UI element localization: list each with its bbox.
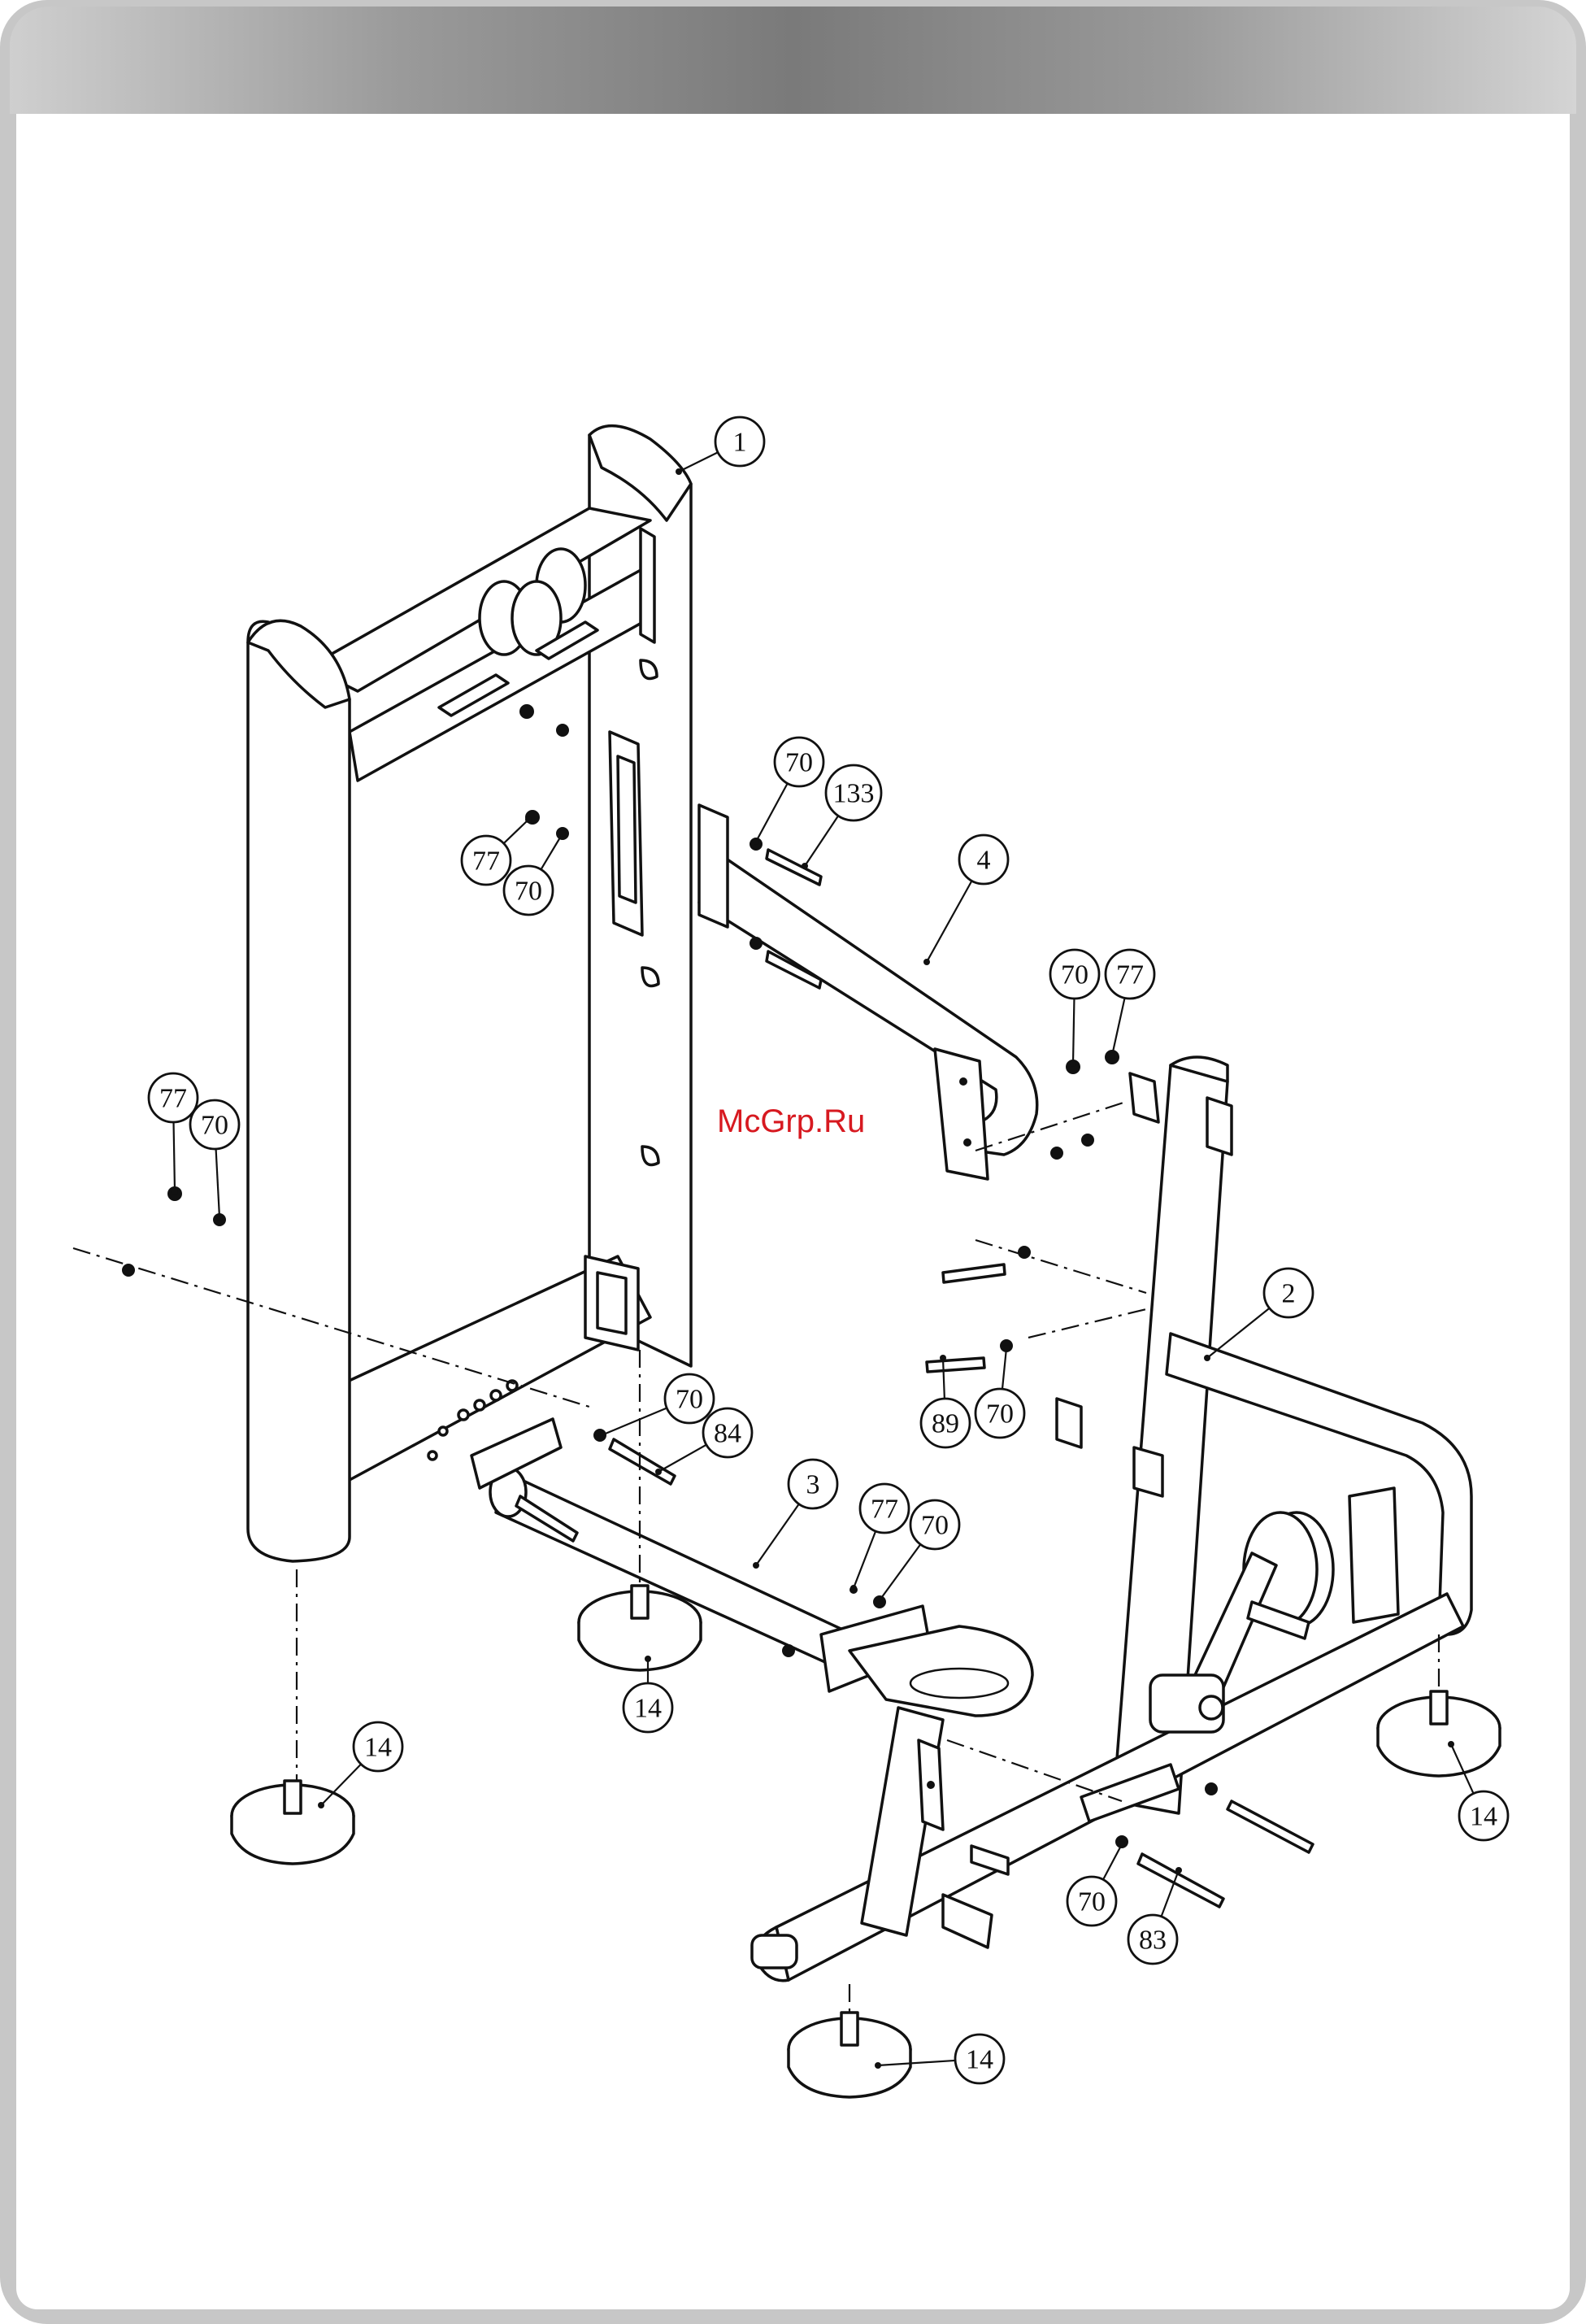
part-3-lower-tube: [471, 1419, 1032, 1716]
callout-leader: [1002, 1348, 1006, 1389]
callout-number: 14: [634, 1694, 662, 1724]
callout-number: 70: [785, 748, 813, 778]
part-1-upright-frame: [248, 426, 691, 1561]
callout-c70h: 70: [1067, 1841, 1125, 1926]
callout-number: 133: [833, 779, 875, 809]
callout-leader-dot: [753, 1562, 759, 1569]
foot-right: [1378, 1691, 1500, 1776]
callout-leader-dot: [940, 1355, 946, 1361]
callout-leader: [880, 1544, 920, 1600]
callout-leader-dot: [1003, 1345, 1010, 1351]
callout-number: 14: [966, 2045, 993, 2075]
callout-leader-dot: [1204, 1355, 1210, 1361]
callout-number: 4: [977, 846, 991, 876]
callout-leader-dot: [876, 1597, 883, 1604]
callout-number: 70: [515, 877, 542, 907]
callout-leader-dot: [525, 816, 532, 823]
callout-number: 70: [676, 1385, 703, 1415]
callout-leader-dot: [676, 468, 682, 475]
foot-bottom: [789, 2013, 910, 2097]
callout-leader-dot: [172, 1188, 178, 1195]
callout-leader: [927, 881, 971, 962]
callout-c3: 3: [753, 1460, 837, 1569]
callout-leader-dot: [1448, 1741, 1454, 1747]
callout-number: 70: [201, 1111, 228, 1141]
callout-number: 70: [1061, 960, 1088, 990]
callout-leader-dot: [216, 1214, 223, 1221]
callout-c77c: 77: [149, 1073, 198, 1195]
callout-leader: [854, 1531, 876, 1588]
callout-c83: 83: [1128, 1867, 1182, 1964]
callout-leader-dot: [1070, 1060, 1076, 1067]
callout-leader: [1112, 998, 1125, 1055]
callout-c70f: 70: [598, 1374, 714, 1438]
callout-number: 70: [1078, 1887, 1106, 1917]
callout-leader: [1207, 1308, 1270, 1358]
callout-leader-dot: [655, 1469, 662, 1475]
callout-number: 70: [921, 1511, 949, 1541]
callout-leader-dot: [318, 1802, 324, 1808]
callout-leader-dot: [923, 959, 930, 965]
callout-leader: [1073, 999, 1074, 1064]
callout-c70d: 70: [190, 1100, 239, 1221]
callout-leader-dot: [875, 2062, 881, 2069]
callout-number: 89: [932, 1409, 959, 1439]
callout-leader: [174, 1122, 175, 1191]
callout-leader: [602, 1408, 667, 1435]
callout-number: 14: [364, 1733, 392, 1763]
callout-number: 77: [159, 1084, 187, 1114]
callout-c77d: 77: [850, 1484, 909, 1591]
callout-number: 83: [1139, 1926, 1167, 1956]
callout-leader-dot: [850, 1585, 857, 1591]
callout-leader: [541, 833, 563, 869]
callout-c4: 4: [923, 835, 1008, 965]
callout-leader: [756, 783, 788, 842]
callout-c77b: 77: [1106, 950, 1154, 1059]
callout-leader-dot: [1175, 1867, 1182, 1874]
callout-leader-dot: [598, 1432, 605, 1438]
callout-leader-dot: [559, 830, 566, 837]
callout-c70a: 70: [753, 738, 823, 845]
callout-leader: [504, 820, 528, 843]
callout-number: 77: [1116, 960, 1144, 990]
callout-leader-dot: [645, 1656, 651, 1662]
part-2-main-frame: [752, 1057, 1471, 1981]
callout-number: 14: [1470, 1802, 1497, 1832]
callout-leader-dot: [753, 838, 759, 845]
callout-c70b: 70: [504, 830, 566, 915]
callout-number: 84: [714, 1419, 741, 1449]
foot-left: [232, 1781, 354, 1864]
callout-number: 1: [733, 428, 747, 458]
callout-number: 70: [986, 1399, 1014, 1430]
callout-leader-dot: [1119, 1841, 1125, 1847]
callout-leader: [658, 1445, 706, 1472]
callout-number: 3: [806, 1470, 820, 1500]
callout-leader: [679, 452, 718, 472]
callout-number: 2: [1282, 1279, 1296, 1309]
callout-c1: 1: [676, 417, 764, 475]
callout-leader: [805, 816, 838, 866]
callout-number: 77: [472, 846, 500, 877]
callout-c70c: 70: [1050, 950, 1099, 1067]
callout-leader-dot: [1109, 1052, 1115, 1059]
callout-number: 77: [871, 1495, 898, 1525]
watermark-text: McGrp.Ru: [717, 1103, 865, 1139]
callout-c2: 2: [1204, 1269, 1313, 1361]
callout-leader: [1103, 1844, 1122, 1879]
callout-leader: [216, 1149, 219, 1217]
callout-c14a: 14: [318, 1722, 402, 1808]
callout-leader-dot: [802, 863, 808, 869]
callout-leader: [756, 1504, 799, 1565]
